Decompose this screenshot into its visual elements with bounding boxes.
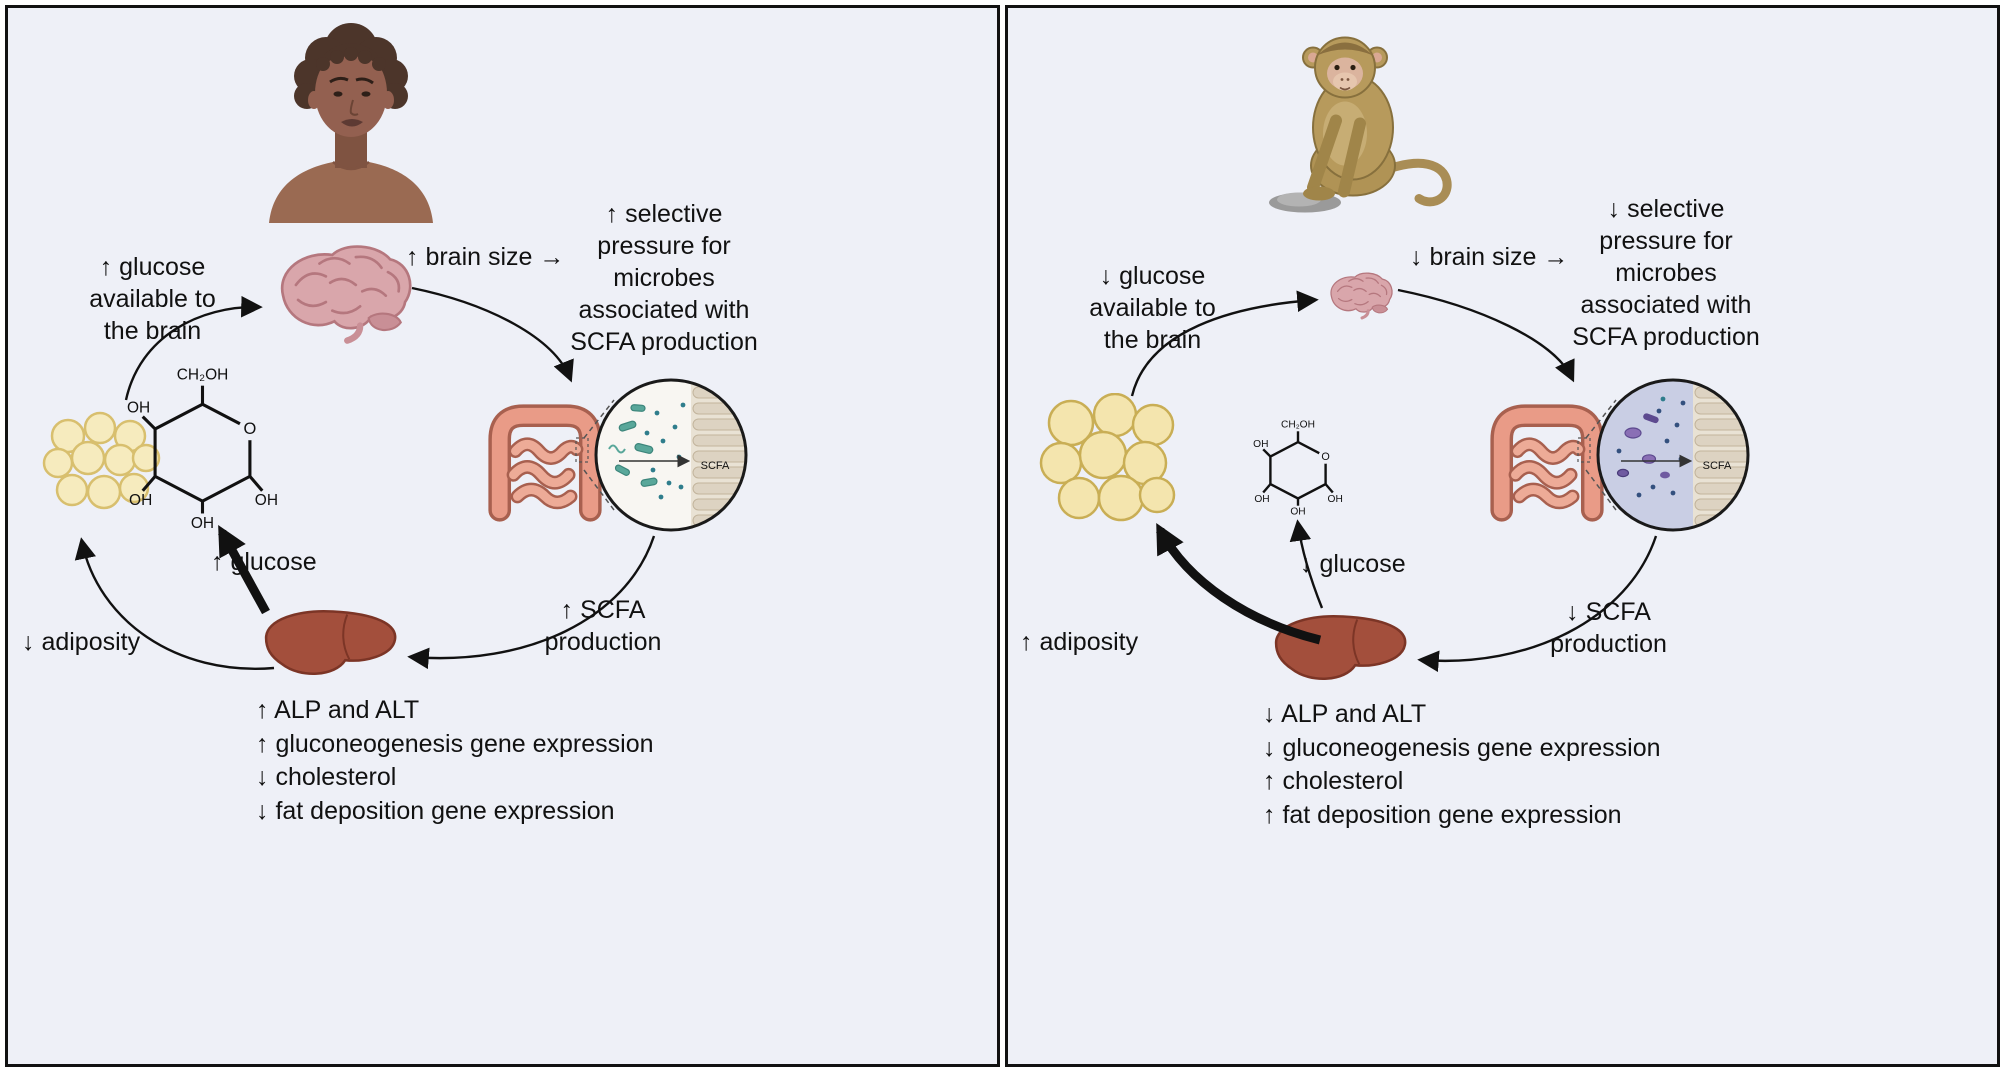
liver-effect-item: ↓ cholesterol: [256, 763, 397, 791]
liver-effect-item: ↓ ALP and ALT: [1263, 700, 1427, 728]
human-illustration: [269, 23, 433, 223]
microbiome-inset: SCFA: [594, 378, 748, 532]
oh-label: OH: [1253, 439, 1268, 450]
oh-label: OH: [191, 515, 214, 531]
oh-label: OH: [255, 492, 278, 509]
label-adiposity: ↓ adiposity: [22, 628, 141, 656]
oh-label: OH: [1328, 494, 1343, 505]
label-scfa-production: ↑ SCFA production: [544, 596, 662, 656]
label-brain-size: ↑ brain size →: [406, 243, 565, 271]
human-face: [315, 49, 387, 137]
liver-effect-item: ↑ fat deposition gene expression: [1263, 800, 1622, 829]
microbiome-inset: SCFA: [1596, 378, 1750, 532]
liver-effect-item: ↓ gluconeogenesis gene expression: [1263, 733, 1661, 762]
glucose-molecule: CH₂OH O OH OH OH OH: [127, 366, 278, 531]
panel-human: SCFA: [5, 5, 1000, 1067]
human-features: [329, 76, 374, 127]
brain-illustration: [268, 240, 418, 347]
liver-effect-item: ↓ fat deposition gene expression: [256, 796, 615, 825]
label-scfa-production: ↓ SCFA production: [1550, 598, 1667, 658]
monkey-illustration: [1269, 36, 1452, 213]
human-collar-line: [332, 160, 370, 171]
oh-label: OH: [127, 399, 150, 416]
label-glucose: ↓ glucose: [1300, 550, 1406, 578]
oh-label: OH: [129, 492, 152, 509]
liver-illustration: [260, 601, 402, 693]
scfa-molecule-dots: [644, 402, 686, 500]
panel-monkey: SCFA CH₂O: [1005, 5, 2000, 1067]
label-glucose: ↑ glucose: [211, 548, 317, 576]
glucose-molecule: CH₂OH O OH OH OH OH: [1253, 420, 1343, 516]
ch2oh-label: CH₂OH: [177, 366, 229, 383]
fat-cells-illustration: [42, 411, 161, 510]
scfa-inset-label: SCFA: [701, 460, 730, 472]
monkey-arm: [1307, 114, 1342, 194]
liver-effect-item: ↑ cholesterol: [1263, 767, 1404, 795]
ring-oxygen-label: O: [1321, 451, 1329, 463]
fat-cells-illustration: [1039, 393, 1176, 522]
oh-label: OH: [1290, 507, 1305, 516]
human-shoulders: [269, 162, 433, 223]
liver-effects-list: ↑ ALP and ALT ↑ gluconeogenesis gene exp…: [256, 694, 654, 828]
label-adiposity: ↑ adiposity: [1020, 628, 1139, 656]
villi: [1694, 386, 1748, 527]
liver-effects-list: ↓ ALP and ALT ↓ gluconeogenesis gene exp…: [1263, 698, 1661, 832]
monkey-arm: [1338, 117, 1366, 198]
monkey-tail: [1388, 158, 1452, 207]
label-brain-size: ↓ brain size →: [1410, 243, 1569, 271]
cycle-arrows: [74, 286, 656, 670]
ring-oxygen-label: O: [243, 420, 256, 438]
monkey-foot: [1303, 186, 1335, 201]
scfa-inset-label: SCFA: [1703, 460, 1732, 472]
label-glucose-available: ↓ glucose available to the brain: [1089, 262, 1216, 354]
liver-illustration: [1270, 606, 1412, 698]
brain-illustration: [1324, 270, 1396, 321]
villi: [692, 386, 746, 527]
cycle-arrows: [1130, 288, 1658, 673]
scfa-producing-microbes: [614, 404, 658, 487]
label-selective-pressure: ↓ selective pressure for microbes associ…: [1572, 195, 1760, 351]
arrow-brain-to-gut: [1397, 288, 1575, 383]
label-selective-pressure: ↑ selective pressure for microbes associ…: [570, 200, 758, 356]
label-glucose-available: ↑ glucose available to the brain: [89, 253, 216, 345]
liver-effect-item: ↑ gluconeogenesis gene expression: [256, 729, 654, 758]
liver-effect-item: ↑ ALP and ALT: [256, 696, 420, 724]
oh-label: OH: [1254, 494, 1269, 505]
ch2oh-label: CH₂OH: [1281, 420, 1315, 431]
arrow-brain-to-gut: [411, 286, 574, 383]
